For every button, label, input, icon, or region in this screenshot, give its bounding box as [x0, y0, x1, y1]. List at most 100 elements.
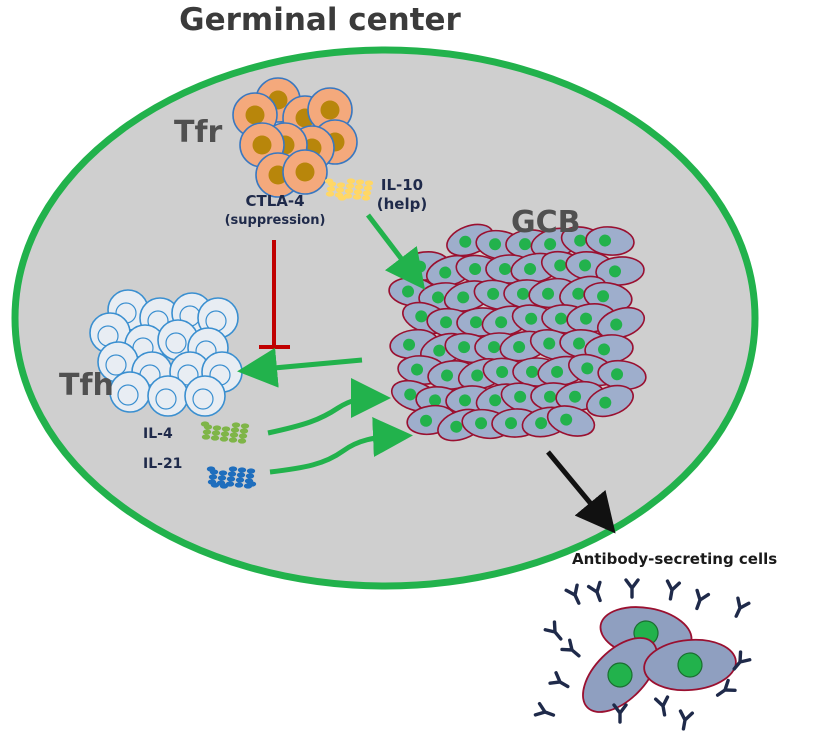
il4-dot — [219, 436, 229, 442]
il21-dot — [219, 483, 229, 489]
tfr-label: Tfr — [174, 115, 223, 150]
tfr-nucleus — [245, 105, 265, 125]
il10-dot — [327, 181, 337, 187]
gcb-cell — [584, 334, 634, 364]
il10-dot — [335, 187, 345, 193]
il4-dot — [203, 424, 213, 430]
il10-dot — [352, 194, 362, 200]
antibody-icon — [734, 596, 751, 618]
germinal-center-boundary — [11, 46, 759, 590]
il21-dot — [236, 472, 246, 478]
gcb-cell — [595, 256, 645, 286]
differentiation-arrow — [546, 450, 616, 534]
il21-dot — [227, 471, 237, 477]
tfh-nucleus — [165, 332, 187, 354]
il4-dot — [229, 432, 239, 438]
il10-dot — [346, 178, 356, 184]
antibody-icon — [695, 588, 711, 611]
tfh-cell — [147, 375, 189, 417]
ctla4-name: CTLA-4 — [245, 192, 305, 210]
gcb-cell — [597, 359, 647, 391]
tfh-nucleus — [155, 388, 177, 410]
il10-dot — [326, 186, 336, 192]
il21-dot — [228, 466, 238, 472]
il4-dot — [201, 434, 211, 440]
tfh-nucleus — [117, 384, 139, 406]
antibody-icon — [612, 703, 628, 724]
il21-dot — [210, 482, 220, 488]
antibody-icon — [678, 709, 694, 731]
plasma-cell — [582, 637, 658, 713]
antibody-secreting-cells-label: Antibody-secreting cells — [572, 550, 778, 568]
il4-dot — [231, 422, 241, 428]
il21-dot — [234, 482, 244, 488]
tfh-cell — [109, 371, 151, 413]
tfh-label: Tfh — [59, 368, 114, 403]
antibody-icon — [586, 580, 602, 603]
il4-arrow — [267, 378, 391, 436]
il10-help-arrow — [366, 213, 426, 290]
tfr-nucleus — [320, 100, 340, 120]
il4-dot — [202, 429, 212, 435]
tfr-nucleus — [252, 135, 272, 155]
plasma-cell — [643, 638, 737, 692]
il10-label: IL-10 (help) — [362, 176, 442, 214]
il4-dot — [228, 437, 238, 443]
il10-dot — [345, 183, 355, 189]
il4-dot — [220, 431, 230, 437]
antibody-icon — [665, 579, 681, 601]
gcb-cell — [586, 384, 634, 418]
il4-dot — [240, 423, 250, 429]
ctla4-role: (suppression) — [224, 213, 326, 228]
tfh-cell — [184, 375, 226, 417]
ctla4-label: CTLA-4 (suppression) — [213, 192, 337, 230]
antibody-icon — [654, 695, 670, 717]
tfr-nucleus — [295, 162, 315, 182]
antibody-icon — [732, 650, 752, 671]
il21-dot — [247, 481, 257, 487]
il10-dot — [354, 184, 364, 190]
il4-dot — [237, 438, 247, 444]
il21-arrow — [269, 417, 413, 475]
il21-dot — [218, 470, 228, 476]
il21-dot — [237, 467, 247, 473]
il10-dot — [355, 179, 365, 185]
il21-dot — [209, 469, 219, 475]
antibody-icon — [564, 583, 581, 605]
gcb-to-tfh-arrow — [237, 347, 363, 388]
gcb-label: GCB — [511, 205, 581, 240]
il10-dot — [362, 190, 372, 196]
antibody-icon — [624, 578, 640, 599]
il21-dot — [235, 477, 245, 483]
antibody-icon — [560, 638, 581, 658]
tfh-nucleus — [105, 354, 127, 376]
il10-name: IL-10 — [380, 176, 424, 194]
tfh-nucleus — [192, 388, 214, 410]
il10-dot — [364, 180, 374, 186]
il10-dot — [336, 182, 346, 188]
diagram-title: Germinal center — [179, 2, 461, 38]
il4-dot — [239, 428, 249, 434]
il21-dot — [208, 474, 218, 480]
il10-dot — [363, 185, 373, 191]
il21-dot — [226, 476, 236, 482]
gcb-cell — [585, 226, 635, 256]
il10-dot — [337, 195, 347, 201]
il10-dot — [344, 188, 354, 194]
antibody-icon — [548, 671, 570, 689]
antibody-icon — [533, 701, 556, 717]
il21-label: IL-21 — [143, 456, 183, 472]
gcb-cell — [546, 405, 596, 437]
il4-dot — [230, 427, 240, 433]
il4-dot — [221, 426, 231, 432]
antibody-icon — [715, 678, 737, 697]
antibody-icon — [543, 620, 563, 641]
ctla4-inhibition-arrow — [259, 240, 290, 349]
il4-dot — [210, 435, 220, 441]
il4-dot — [238, 433, 248, 439]
il21-dot — [217, 475, 227, 481]
il10-dot — [325, 191, 335, 197]
il4-label: IL-4 — [143, 426, 173, 442]
il21-dot — [245, 473, 255, 479]
